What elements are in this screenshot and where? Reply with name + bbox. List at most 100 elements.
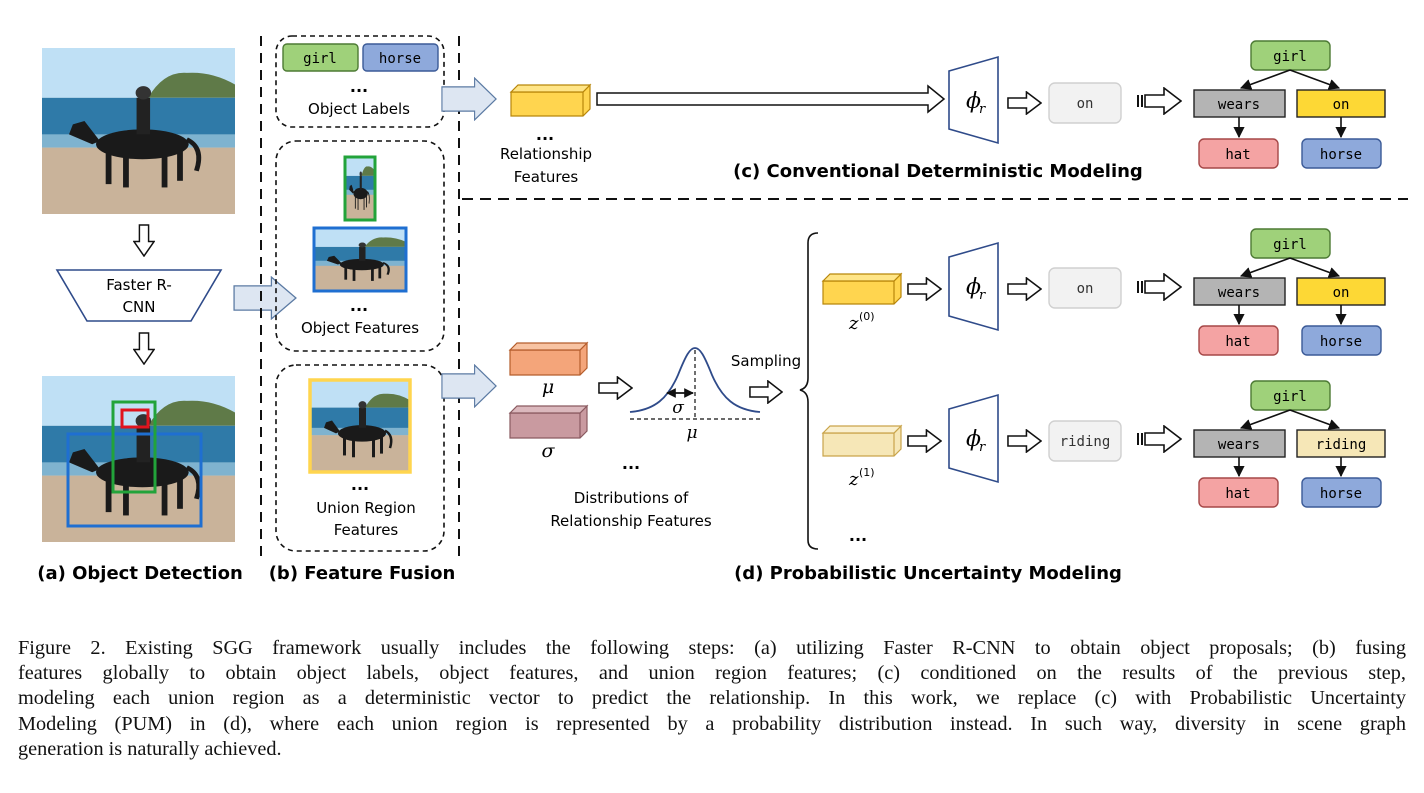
union-crop-border bbox=[308, 378, 412, 474]
panel-c-title: (c) Conventional Deterministic Modeling bbox=[733, 161, 1143, 182]
z1-graph-arrow-icon bbox=[1137, 426, 1181, 452]
panel-object-detection: Faster R- CNN (a) Object Detection bbox=[37, 48, 243, 584]
detector-label-line2: CNN bbox=[123, 298, 156, 316]
caption-line: generation is naturally achieved. bbox=[18, 737, 282, 760]
object-labels-caption: Object Labels bbox=[308, 100, 410, 118]
sampling-brace bbox=[799, 232, 819, 550]
predict-arrow-icon bbox=[1008, 92, 1041, 114]
object-labels-box bbox=[275, 35, 445, 128]
node-horse bbox=[1301, 138, 1382, 169]
caption-line: Figure 2. Existing SGG framework usually… bbox=[18, 637, 1406, 659]
curve-mu: μ bbox=[686, 423, 697, 443]
z0-graph-arrow-icon bbox=[1137, 274, 1181, 300]
horse-bbox bbox=[66, 432, 203, 528]
z1-label: z bbox=[848, 469, 859, 490]
prediction-box bbox=[1048, 82, 1122, 124]
object-features-caption: Object Features bbox=[301, 319, 419, 337]
sample-0: z (0) ϕ r on girl wears on hat horse bbox=[821, 228, 1386, 356]
features-ellipsis: ... bbox=[350, 296, 368, 315]
horse-crop-border bbox=[312, 226, 408, 293]
girl-crop-border bbox=[343, 155, 377, 222]
svg-text:horse: horse bbox=[1320, 147, 1362, 163]
down-arrow-icon bbox=[134, 225, 154, 256]
mu-label: μ bbox=[542, 376, 554, 398]
long-arrow bbox=[596, 84, 946, 114]
svg-text:horse: horse bbox=[1320, 486, 1362, 502]
z1-prediction-box bbox=[1048, 420, 1122, 462]
distributions-caption-line2: Relationship Features bbox=[550, 512, 712, 530]
sigma-label: σ bbox=[542, 440, 556, 462]
rel-riding bbox=[1296, 429, 1386, 458]
node-hat bbox=[1198, 325, 1279, 356]
rel-wears bbox=[1193, 277, 1286, 306]
panel-probabilistic: μ σ σ μ ... Distributions of Relationshi… bbox=[442, 228, 1386, 584]
rel-wears bbox=[1193, 429, 1286, 458]
svg-text:r: r bbox=[979, 288, 986, 303]
union-ellipsis: ... bbox=[351, 475, 369, 494]
z0-prediction-box bbox=[1048, 267, 1122, 309]
relationship-features-line2: Features bbox=[514, 168, 579, 186]
label-girl bbox=[282, 43, 359, 72]
hat-bbox bbox=[120, 408, 150, 429]
z0-arrow-icon bbox=[908, 278, 941, 300]
sample-1: z (1) ϕ r riding girl wears riding hat h… bbox=[821, 380, 1386, 508]
relationship-ellipsis: ... bbox=[536, 125, 554, 144]
union-caption-line2: Features bbox=[334, 521, 399, 539]
detector-label-line1: Faster R- bbox=[106, 276, 172, 294]
figure-diagram: Faster R- CNN (a) Object Detection girl … bbox=[37, 35, 1408, 584]
labels-to-features-arrow-icon bbox=[442, 78, 496, 120]
z0-label: z bbox=[848, 313, 859, 334]
figure-caption: Figure 2. Existing SGG framework usually… bbox=[18, 636, 1406, 762]
prediction-text: on bbox=[1077, 96, 1094, 112]
svg-text:girl: girl bbox=[1273, 389, 1307, 405]
svg-text:riding: riding bbox=[1316, 437, 1367, 453]
sampling-arrow-icon bbox=[750, 381, 782, 403]
rel-wears bbox=[1193, 89, 1286, 118]
node-hat bbox=[1198, 477, 1279, 508]
svg-text:on: on bbox=[1333, 97, 1350, 113]
svg-text:ϕ: ϕ bbox=[966, 427, 981, 452]
svg-text:horse: horse bbox=[1320, 334, 1362, 350]
union-to-distribution-arrow-icon bbox=[442, 365, 496, 407]
relationship-features-line1: Relationship bbox=[500, 145, 592, 163]
panel-d-title: (d) Probabilistic Uncertainty Modeling bbox=[734, 563, 1122, 584]
svg-text:girl: girl bbox=[1273, 237, 1307, 253]
svg-text:riding: riding bbox=[1060, 434, 1111, 450]
svg-text:wears: wears bbox=[1218, 437, 1260, 453]
curve-sigma: σ bbox=[672, 398, 684, 418]
z0-predict-arrow-icon bbox=[1008, 278, 1041, 300]
scene-graph-c: girl wears on hat horse bbox=[1193, 40, 1386, 169]
node-hat bbox=[1198, 138, 1279, 169]
down-arrow-icon bbox=[134, 333, 154, 364]
gaussian-curve: σ μ bbox=[629, 347, 761, 443]
samples-ellipsis: ... bbox=[849, 526, 867, 545]
union-region-box bbox=[275, 364, 445, 552]
svg-text:girl: girl bbox=[1273, 49, 1307, 65]
node-horse bbox=[1301, 325, 1382, 356]
graph-arrow-icon bbox=[1137, 88, 1181, 114]
union-caption-line1: Union Region bbox=[316, 499, 415, 517]
distribution-ellipsis: ... bbox=[622, 454, 640, 473]
faster-rcnn-trapezoid bbox=[55, 269, 223, 322]
label-horse-text: horse bbox=[379, 51, 421, 67]
svg-text:hat: hat bbox=[1225, 486, 1250, 502]
distributions-caption-line1: Distributions of bbox=[574, 489, 689, 507]
label-girl-text: girl bbox=[303, 51, 337, 67]
svg-text:hat: hat bbox=[1225, 334, 1250, 350]
panel-feature-fusion: girl horse ... Object Labels ... Object … bbox=[260, 35, 460, 584]
z1-phi-classifier bbox=[948, 393, 999, 484]
phi-classifier bbox=[948, 55, 999, 145]
z1-superscript: (1) bbox=[859, 466, 875, 479]
labels-ellipsis: ... bbox=[350, 77, 368, 96]
label-horse bbox=[362, 43, 439, 72]
svg-text:hat: hat bbox=[1225, 147, 1250, 163]
z0-phi-classifier bbox=[948, 241, 999, 332]
svg-text:on: on bbox=[1333, 285, 1350, 301]
union-crop bbox=[310, 380, 410, 472]
phi-subscript: r bbox=[979, 102, 986, 117]
horse-crop bbox=[314, 228, 406, 291]
to-distribution-arrow-icon bbox=[599, 377, 632, 399]
object-features-box bbox=[275, 140, 445, 352]
svg-text:wears: wears bbox=[1218, 97, 1260, 113]
svg-text:r: r bbox=[979, 440, 986, 455]
